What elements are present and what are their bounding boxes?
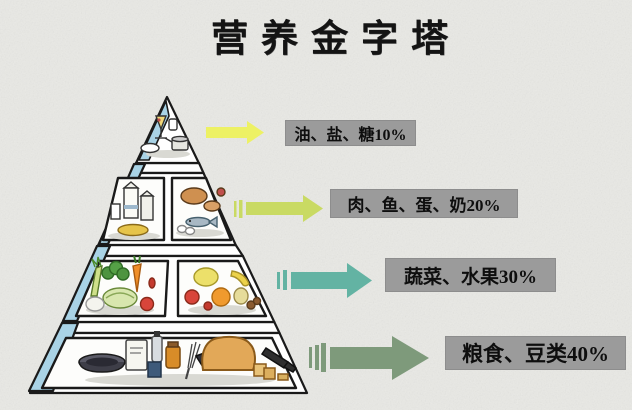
label-level-2-protein: 肉、鱼、蛋、奶20%: [330, 189, 518, 218]
egg-icon: [184, 226, 196, 236]
box-icon: [147, 361, 162, 378]
level-4-top-band: [56, 320, 281, 335]
bottle-icon: [151, 335, 163, 363]
carrot-icon: [132, 263, 142, 293]
apple-icon: [184, 289, 200, 305]
dairy-illustration: [108, 181, 160, 240]
cracker-icon: [277, 373, 289, 381]
bread-slice-icon: [263, 367, 276, 380]
fats-oils-illustration: [140, 115, 190, 158]
meat-fish-egg-illustration: [176, 187, 226, 237]
sausage-icon: [216, 187, 226, 197]
turnip-icon: [85, 296, 105, 312]
drumstick-icon: [203, 200, 221, 212]
wine-bottle-icon: [260, 346, 290, 370]
page-title: 营养金字塔: [211, 19, 461, 60]
bowl-icon: [140, 142, 160, 154]
grains-illustration: [78, 331, 298, 386]
arrow-level-1: [206, 121, 264, 144]
label-level-4-grains: 粮食、豆类40%: [445, 336, 626, 370]
flour-sack-icon: [125, 339, 148, 371]
roast-meat-icon: [180, 187, 208, 205]
arrow-level-4: [309, 336, 429, 380]
tomato-icon: [139, 296, 155, 312]
banana-icon: [230, 270, 250, 287]
vegetables-illustration: [85, 255, 156, 315]
bowl-icon: [117, 223, 149, 237]
label-level-3-produce: 蔬菜、水果30%: [385, 258, 556, 292]
strawberry-icon: [203, 301, 213, 311]
level-3-top-band: [92, 243, 244, 258]
arrow-level-2: [234, 195, 323, 222]
glass-icon: [110, 203, 121, 220]
celery-icon: [90, 264, 103, 297]
label-level-1-fats: 油、盐、糖10%: [285, 120, 416, 146]
fruits-illustration: [184, 267, 262, 315]
nut-icon: [252, 296, 262, 306]
pear-icon: [233, 287, 249, 305]
salt-shaker-icon: [168, 118, 178, 131]
level-arrows: [206, 121, 429, 380]
nut-icon: [246, 300, 256, 310]
arrow-level-3: [277, 263, 372, 298]
pepper-icon: [148, 277, 156, 289]
jar-icon: [165, 345, 181, 369]
orange-icon: [211, 287, 231, 307]
melon-icon: [193, 267, 219, 287]
milk-carton-icon: [140, 195, 154, 221]
cabbage-icon: [102, 287, 138, 309]
bread-loaf-icon: [201, 335, 256, 371]
